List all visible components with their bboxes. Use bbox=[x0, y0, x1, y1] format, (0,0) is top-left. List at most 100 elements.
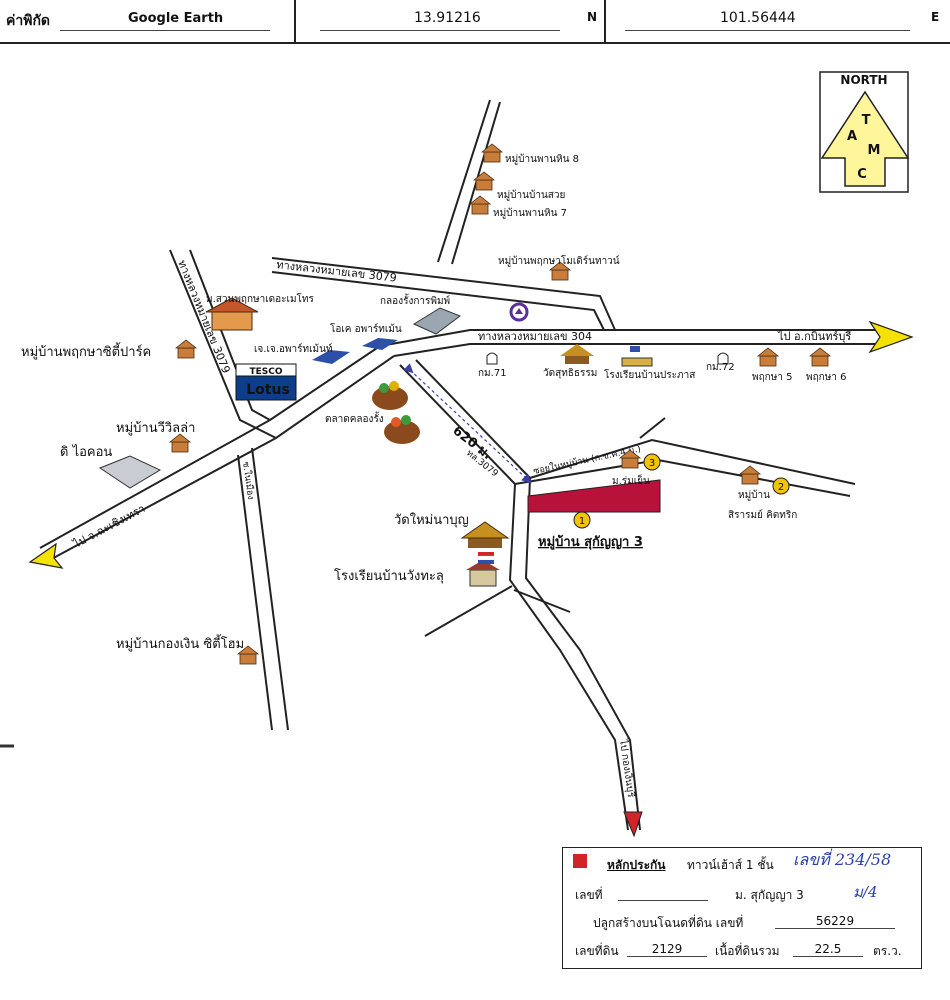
area-value: 22.5 bbox=[793, 942, 863, 957]
landmark-icon bbox=[509, 302, 529, 322]
label-printing: กลองรั้งการพิมพ์ bbox=[380, 293, 450, 307]
deed-label: ปลูกสร้างบนโฉนดที่ดิน เลขที่ bbox=[593, 916, 744, 930]
handwritten-number: เลขที่ 234/58 bbox=[793, 850, 892, 869]
compass-letter: C bbox=[857, 167, 867, 182]
coord-source: Google Earth bbox=[128, 11, 224, 26]
legend-type: ทาวน์เฮ้าส์ 1 ชั้น bbox=[687, 858, 774, 872]
house-icon bbox=[548, 261, 572, 281]
label-pruksa6: พฤกษา 6 bbox=[806, 372, 846, 383]
marker-circle: 3 bbox=[643, 453, 661, 471]
legend-title: หลักประกัน bbox=[607, 858, 666, 872]
label-school-prakas: โรงเรียนบ้านประภาส bbox=[604, 368, 695, 381]
label-sirarom-2: สิรารมย์ คิตทริก bbox=[728, 509, 797, 521]
road-304-bottom bbox=[393, 343, 890, 357]
road-north-left bbox=[437, 99, 491, 263]
label-sukanya: หมู่บ้าน สุกัญญา 3 bbox=[538, 534, 643, 550]
lat-underline bbox=[320, 30, 560, 31]
land-no-label: เลขที่ดิน bbox=[575, 944, 619, 958]
road-small-left bbox=[237, 454, 273, 731]
label-rom-yen: ม.ร่มเย็น bbox=[612, 473, 650, 487]
location-map: NORTH T A M C bbox=[21, 71, 914, 838]
deed-value: 56229 bbox=[775, 914, 895, 929]
label-km72: กม.72 bbox=[706, 362, 735, 373]
distance-line bbox=[403, 363, 532, 484]
road-3079-vertical-right bbox=[189, 249, 271, 421]
house-icon bbox=[756, 347, 780, 367]
label-icon: ดิ ไอคอน bbox=[60, 444, 112, 460]
house-icon bbox=[472, 171, 496, 191]
road-branch-sw bbox=[424, 585, 513, 637]
punch-mark bbox=[0, 744, 14, 748]
compass-title: NORTH bbox=[840, 73, 887, 87]
longitude-value: 101.56444 bbox=[720, 10, 796, 26]
school-wang-icon bbox=[466, 552, 500, 587]
label-kongngoen: หมู่บ้านกองเงิน ซิตี้โฮม bbox=[116, 634, 244, 652]
north-compass: NORTH T A M C bbox=[819, 71, 910, 193]
land-no-value: 2129 bbox=[627, 942, 707, 957]
marker-circle: 1 bbox=[573, 511, 591, 529]
label-ok-apartment: โอเค อพาร์ทเม้น bbox=[330, 322, 402, 335]
label-sirarom-1: หมู่บ้าน bbox=[738, 489, 770, 501]
collateral-legend: หลักประกัน ทาวน์เฮ้าส์ 1 ชั้น เลขที่ 234… bbox=[562, 847, 922, 969]
road-label-304: ทางหลวงหมายเลข 304 bbox=[478, 330, 592, 343]
handwritten-moo: ม/4 bbox=[853, 883, 878, 901]
svg-text:1: 1 bbox=[579, 516, 585, 527]
label-school-wang: โรงเรียนบ้านวังทะลุ bbox=[334, 568, 444, 584]
apartment-icons bbox=[312, 338, 398, 364]
source-underline bbox=[60, 30, 270, 31]
label-km71: กม.71 bbox=[478, 368, 507, 379]
icon-building bbox=[98, 455, 162, 489]
compass-letter: M bbox=[868, 143, 881, 158]
wat-mai-temple-icon bbox=[460, 521, 510, 548]
arrow-west bbox=[28, 542, 64, 569]
small-road-label: ซ.ในเมือง bbox=[240, 461, 256, 500]
metro-house-icon bbox=[205, 297, 259, 331]
divider bbox=[604, 0, 606, 42]
collateral-marker bbox=[573, 854, 587, 868]
label-modern-town: หมู่บ้านพฤกษาโมเดิร์นทาวน์ bbox=[498, 254, 620, 267]
market-basket-icons bbox=[372, 381, 420, 444]
lot-value bbox=[618, 886, 708, 901]
label-market: ตลาดคลองรั้ง bbox=[325, 411, 384, 425]
road-304-top bbox=[379, 329, 890, 347]
lot-label: เลขที่ bbox=[575, 888, 603, 902]
house-icon bbox=[808, 347, 832, 367]
lon-underline bbox=[625, 30, 910, 31]
road-soi-top bbox=[529, 438, 856, 485]
area-label: เนื้อที่ดินรวม bbox=[715, 944, 780, 958]
coord-label: ค่าพิกัด bbox=[6, 13, 51, 29]
road-network bbox=[39, 99, 890, 831]
label-metro: ม.สวนพฤกษาเดอะเมโทร bbox=[206, 292, 314, 305]
arrow-south bbox=[623, 811, 643, 838]
house-icon bbox=[174, 339, 198, 359]
village-label: ม. สุกัญญา 3 bbox=[735, 888, 804, 902]
road-branch-se bbox=[513, 589, 571, 613]
road-small-right bbox=[251, 447, 289, 731]
tesco-lotus-logo: TESCO Lotus bbox=[235, 363, 297, 401]
to-kabinburi: ไป อ.กบินทร์บุรี bbox=[777, 330, 851, 343]
road-south-right bbox=[524, 477, 641, 831]
school-icon bbox=[621, 346, 653, 367]
project-plot bbox=[527, 479, 661, 513]
latitude-value: 13.91216 bbox=[414, 10, 481, 26]
compass-letter: T bbox=[862, 113, 871, 128]
latitude-dir: N bbox=[587, 10, 598, 24]
label-wat-suthi: วัดสุทธิธรรม bbox=[543, 368, 597, 379]
house-icon bbox=[618, 449, 642, 469]
road-3079-top bbox=[271, 257, 616, 331]
house-icon bbox=[236, 645, 260, 665]
arrow-east bbox=[868, 320, 914, 354]
km-marker-icon bbox=[486, 352, 729, 365]
label-jj-apartment: เจ.เจ.อพาร์ทเม้นท์ bbox=[254, 343, 333, 355]
factory-icon bbox=[412, 307, 462, 335]
svg-text:Lotus: Lotus bbox=[246, 382, 290, 398]
house-icons bbox=[168, 143, 832, 665]
house-icon bbox=[168, 433, 192, 453]
label-phanhin8: หมู่บ้านพานหิน 8 bbox=[505, 153, 579, 165]
temple-icon bbox=[560, 344, 594, 364]
place-labels: หมู่บ้านพานหิน 8 หมู่บ้านบ้านสวย หมู่บ้า… bbox=[21, 153, 846, 652]
compass-letter: A bbox=[847, 129, 857, 144]
road-south-left bbox=[508, 483, 629, 831]
svg-text:2: 2 bbox=[778, 482, 784, 493]
label-villa: หมู่บ้านวีวิลล่า bbox=[116, 420, 195, 436]
